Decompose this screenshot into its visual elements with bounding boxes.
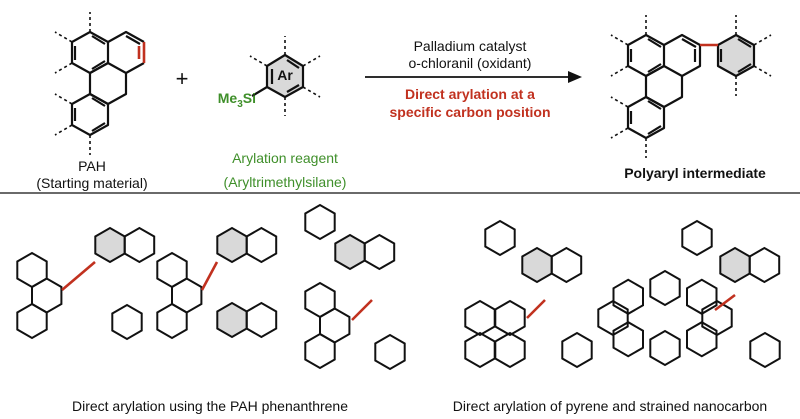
polyaryl-product-structure [610, 15, 772, 158]
aryl-ring-label: Ar [277, 67, 293, 83]
pah-phenanthrene-structure [54, 12, 145, 155]
oxidant-label: o-chloranil (oxidant) [408, 55, 532, 71]
aryl-bond-highlight [351, 299, 373, 321]
nanocarbon-ring [649, 269, 681, 307]
naphthyl-5-ring [719, 246, 751, 284]
naphthyl-4-ring [550, 246, 583, 284]
plus-sign: + [175, 66, 189, 91]
nanocarbon-ring [649, 329, 681, 367]
reagent-sublabel: (Aryltrimethylsilane) [223, 174, 347, 190]
pah-sublabel: (Starting material) [36, 175, 148, 191]
phenyl-5a [681, 219, 713, 257]
arylsilane-reagent-structure [249, 36, 321, 116]
naphthyl-1-ring [94, 226, 126, 264]
bottom-structures [16, 203, 781, 371]
nanocarbon-ring [612, 278, 644, 315]
nanocarbon-ring [612, 321, 644, 358]
silyl-prefix: Me [217, 90, 238, 106]
nanocarbon-ring [686, 321, 718, 358]
nanocarbon-ring [686, 278, 718, 315]
aryl-bond-highlight [200, 261, 219, 291]
product-label: Polyaryl intermediate [624, 165, 766, 181]
reaction-arrow [365, 71, 582, 83]
naphthyl-3-ring [334, 233, 366, 271]
naphthyl-2-ring [216, 226, 248, 264]
phenyl-5b [749, 331, 781, 369]
pah-label: PAH [78, 158, 106, 174]
phenyl-4b [561, 331, 593, 369]
phenanthrene-1-ring [31, 277, 63, 314]
phenyl-3a [304, 203, 336, 241]
pyrene-ring [494, 331, 526, 369]
phenanthrene-2-ring [171, 277, 203, 314]
pyrene-ring [494, 299, 526, 337]
arrow-note-line2: specific carbon position [389, 104, 551, 120]
phenyl-4a [484, 219, 516, 257]
naphthyl-2b-ring [245, 301, 278, 339]
pyrene-ring [464, 331, 496, 369]
aryl-bond-highlight [526, 299, 546, 319]
reagent-label: Arylation reagent [232, 150, 338, 166]
silyl-suffix: Si [242, 90, 256, 106]
trimethylsilyl-label: Me3Si [206, 90, 256, 110]
phenanthrene-3-ring [319, 307, 351, 344]
nanocarbon-ring [597, 299, 629, 337]
phenyl-3b [374, 333, 406, 371]
naphthyl-3-ring [363, 233, 396, 271]
naphthyl-4-ring [521, 246, 553, 284]
aryl-bond-highlight [61, 261, 96, 291]
reactive-bond-highlight [137, 42, 146, 63]
naphthyl-2-ring [245, 226, 278, 264]
silyl-subscript: 3 [237, 98, 243, 110]
naphthyl-2b-ring [216, 301, 248, 339]
aryl-bond-highlight [714, 293, 736, 312]
naphthyl-5-ring [748, 246, 781, 284]
left-caption: Direct arylation using the PAH phenanthr… [71, 398, 348, 414]
catalyst-label: Palladium catalyst [413, 38, 527, 54]
naphthyl-1-ring [123, 226, 156, 264]
phenyl-1 [111, 303, 143, 341]
arrow-note-line1: Direct arylation at a [405, 86, 535, 102]
right-caption: Direct arylation of pyrene and strained … [452, 398, 768, 414]
pyrene-ring [464, 299, 496, 337]
